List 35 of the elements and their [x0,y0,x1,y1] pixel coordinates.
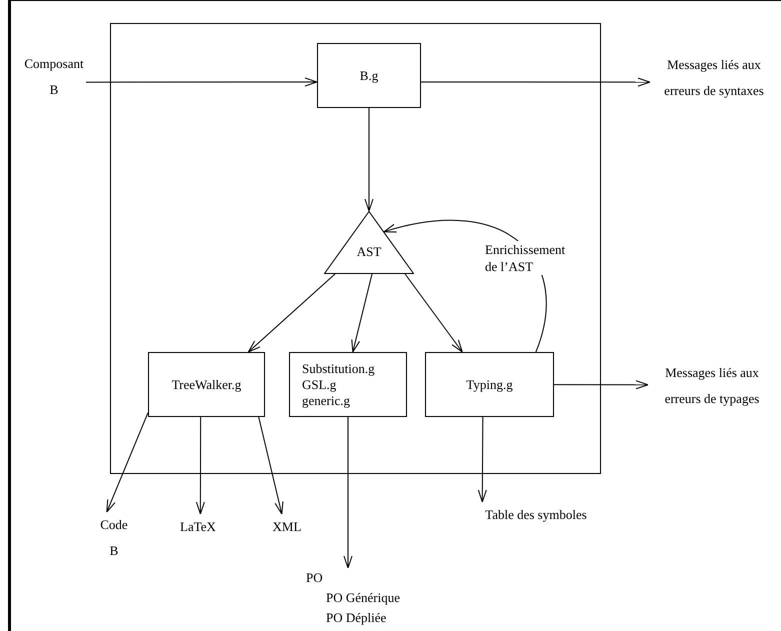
output-label: PO Générique [326,589,400,607]
output-label: XML [266,514,308,540]
output-label: Code B [96,512,132,566]
arrow [404,274,463,352]
system-boundary-box [110,23,601,474]
box-label: TreeWalker.g [172,376,242,392]
arrow [258,416,284,514]
process-box [148,352,265,417]
arrow [351,274,372,352]
output-label: Messages liés aux erreurs de syntaxes [650,52,778,104]
arrow [86,78,318,86]
process-box [317,43,421,108]
output-label: Messages liés aux erreurs de typages [648,360,776,412]
process-box [289,352,407,417]
arrow [554,380,648,390]
arrow [478,416,487,502]
box-label: Substitution.g [302,360,375,376]
output-label: Table des symboles [472,502,600,528]
box-label: B.g [360,68,378,84]
box-label: Typing.g [466,376,513,392]
input-label: Composant B [22,51,86,103]
arrow [196,416,205,514]
output-label: LaTeX [174,514,222,540]
arrow [106,412,148,512]
arrow [344,416,352,568]
box-label: generic.g [302,392,350,408]
arrow [383,220,547,352]
output-label: PO [306,569,323,587]
arrow [248,274,336,352]
arrow [364,108,374,212]
box-label: AST [356,244,382,260]
box-label: GSL.g [302,376,336,392]
arrow [420,78,650,87]
output-label: PO Dépliée [326,609,386,627]
process-box [425,352,554,417]
